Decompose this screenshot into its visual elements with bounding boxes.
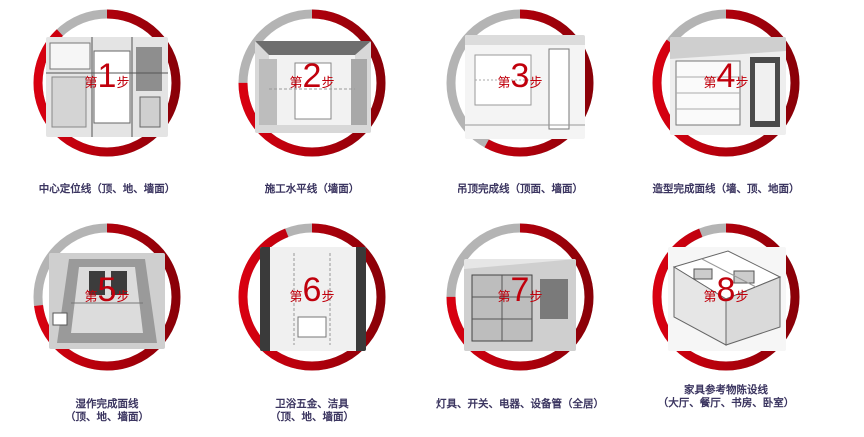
fixtures-image <box>260 247 366 351</box>
progress-ring <box>33 223 181 371</box>
step-caption-6: 卫浴五金、洁具（顶、地、墙面） <box>270 398 354 423</box>
ring-progress <box>238 9 386 157</box>
furniture-plan-image <box>668 247 786 351</box>
step-photo <box>668 247 786 351</box>
ring-progress <box>446 9 594 157</box>
step-photo <box>49 253 165 349</box>
ring-progress <box>33 9 181 157</box>
step-caption-3: 吊顶完成线（顶面、墙面） <box>457 183 583 195</box>
step-caption-7: 灯具、开关、电器、设备管（全居） <box>436 398 604 410</box>
ring-progress <box>652 9 800 157</box>
progress-ring <box>652 223 800 371</box>
progress-ring <box>446 9 594 157</box>
step-caption-2: 施工水平线（墙面） <box>264 183 360 195</box>
progress-ring <box>652 9 800 157</box>
step-photo <box>465 35 585 139</box>
progress-ring <box>33 9 181 157</box>
progress-ring <box>446 223 594 371</box>
progress-ring <box>238 9 386 157</box>
step-caption-5: 湿作完成面线（顶、地、墙面） <box>65 398 149 423</box>
ceiling-image <box>465 35 585 139</box>
step-photo <box>670 37 786 135</box>
ring-progress <box>652 223 800 371</box>
step-photo <box>255 41 371 133</box>
step-photo <box>46 37 168 137</box>
step-photo <box>260 247 366 351</box>
floorplan-image <box>46 37 168 137</box>
step-caption-4: 造型完成面线（墙、顶、地面） <box>652 183 800 195</box>
electrical-image <box>464 259 576 351</box>
ring-progress <box>33 223 181 371</box>
step-photo <box>464 259 576 351</box>
ring-progress <box>238 223 386 371</box>
step-caption-1: 中心定位线（顶、地、墙面） <box>38 183 176 195</box>
wall-image <box>670 37 786 135</box>
room-image <box>255 41 371 133</box>
step-caption-8: 家具参考物陈设线（大厅、餐厅、书房、卧室） <box>657 384 795 409</box>
bathroom-image <box>49 253 165 349</box>
progress-ring <box>238 223 386 371</box>
ring-progress <box>446 223 594 371</box>
